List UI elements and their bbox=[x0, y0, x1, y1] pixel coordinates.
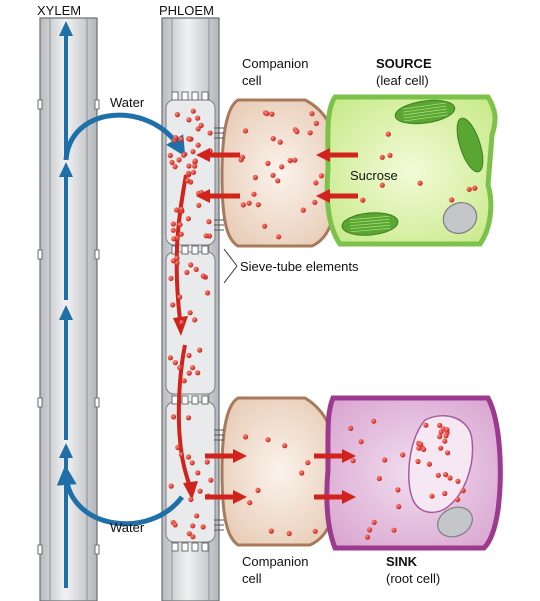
leaf-nucleus bbox=[442, 202, 478, 234]
companion-top-label-2: cell bbox=[242, 73, 262, 88]
xylem-label: XYLEM bbox=[37, 3, 82, 18]
companion-cell-bottom bbox=[220, 396, 339, 547]
root-vacuole bbox=[408, 415, 474, 513]
sieve-tube-leader bbox=[223, 248, 238, 284]
plasmodesmata bbox=[214, 127, 224, 531]
sink-sublabel: (root cell) bbox=[386, 571, 441, 586]
water-bottom-label: Water bbox=[110, 520, 145, 535]
xylem-pits bbox=[37, 99, 100, 555]
xylem-vessel bbox=[39, 17, 98, 601]
phloem-sieve-tube bbox=[161, 17, 220, 601]
source-leaf-cell bbox=[324, 94, 498, 247]
sucrose-molecules bbox=[167, 108, 478, 540]
water-arrow-bottom bbox=[56, 465, 185, 527]
source-label: SOURCE bbox=[376, 56, 432, 71]
root-nucleus bbox=[437, 506, 473, 538]
companion-top-label-1: Companion bbox=[242, 56, 309, 71]
companion-bottom-label-1: Companion bbox=[242, 554, 309, 569]
chloroplast-2 bbox=[456, 117, 484, 173]
companion-bottom-label-2: cell bbox=[242, 571, 262, 586]
sucrose-label: Sucrose bbox=[350, 168, 398, 183]
source-sublabel: (leaf cell) bbox=[376, 73, 429, 88]
companion-cell-top bbox=[220, 98, 340, 248]
sink-label: SINK bbox=[386, 554, 418, 569]
sucrose-transport-arrows bbox=[196, 148, 358, 504]
water-top-label: Water bbox=[110, 95, 145, 110]
sink-root-cell bbox=[324, 395, 503, 551]
phloem-label: PHLOEM bbox=[159, 3, 214, 18]
sieve-tube-label: Sieve-tube elements bbox=[240, 259, 359, 274]
water-arrow-top bbox=[63, 112, 186, 161]
